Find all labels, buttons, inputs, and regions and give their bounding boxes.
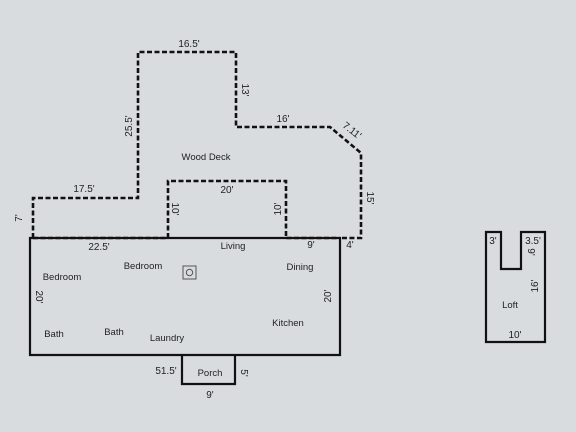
room-kitchen: Kitchen: [272, 318, 304, 329]
deck-dim-left-upper: 25.5': [124, 115, 135, 136]
deck-dim-diagonal: 7.11': [340, 120, 363, 141]
house-dim-left: 20': [33, 290, 44, 303]
deck-dim-right-upper: 13': [239, 83, 250, 96]
room-bath-2: Bath: [104, 327, 124, 338]
deck-label: Wood Deck: [182, 152, 231, 163]
deck-dim-left-short: 7': [14, 214, 25, 222]
deck-dim-notch-left: 10': [169, 202, 180, 215]
porch-label: Porch: [198, 368, 223, 379]
house-dim-right: 20': [323, 289, 334, 302]
loft-dim-side: 16': [530, 279, 541, 292]
stove-icon: [182, 265, 197, 280]
deck-dim-bottom-right: 9': [307, 240, 315, 251]
porch-outline: [180, 355, 237, 386]
room-living: Living: [221, 241, 246, 252]
loft-dim-left-top: 3': [489, 236, 497, 247]
deck-outline: [31, 50, 363, 240]
porch-dim-width: 9': [206, 390, 214, 401]
deck-dim-step-top: 16': [276, 114, 289, 125]
room-laundry: Laundry: [150, 333, 185, 344]
loft-dim-right-top: 3.5': [525, 236, 541, 247]
deck-dim-right-lower: 15': [364, 191, 375, 204]
loft-outline: [484, 230, 547, 344]
room-dining: Dining: [287, 262, 314, 273]
deck-dim-left-step: 17.5': [73, 184, 94, 195]
deck-dim-notch-top: 20': [220, 185, 233, 196]
room-bedroom-2: Bedroom: [124, 261, 163, 272]
deck-dim-bottom-left: 22.5': [88, 242, 109, 253]
deck-dim-bottom-corner: 4': [346, 240, 354, 251]
deck-dim-top: 16.5': [178, 39, 199, 50]
loft-dim-bottom: 10': [508, 330, 521, 341]
house-dim-bottom: 51.5': [155, 366, 176, 377]
room-bath-1: Bath: [44, 329, 64, 340]
room-bedroom-1: Bedroom: [43, 272, 82, 283]
deck-dim-notch-right: 10': [273, 202, 284, 215]
house-outline: [28, 236, 342, 357]
loft-label: Loft: [502, 300, 518, 311]
porch-dim-depth: 5': [238, 369, 249, 377]
loft-dim-notch-depth: 9': [525, 248, 536, 256]
